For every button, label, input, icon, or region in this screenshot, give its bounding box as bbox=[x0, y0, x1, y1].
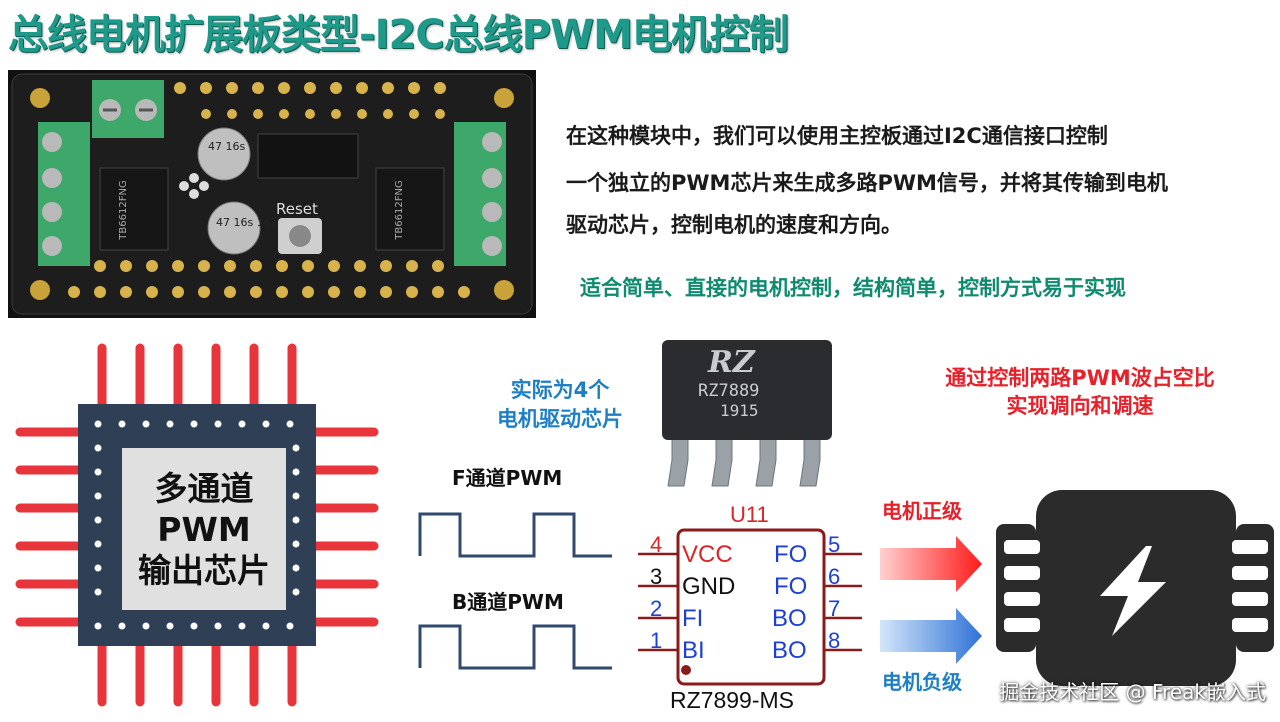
page-title: 总线电机扩展板类型-I2C总线PWM电机控制 bbox=[8, 12, 789, 58]
pin-name-vcc: VCC bbox=[682, 541, 733, 568]
reset-label: Reset bbox=[276, 200, 318, 218]
signal-arrows bbox=[876, 528, 986, 668]
pin-number-8: 8 bbox=[828, 628, 840, 653]
pin-name-gnd: GND bbox=[682, 573, 735, 600]
b-channel-waveform bbox=[418, 624, 612, 670]
f-channel-waveform bbox=[418, 512, 612, 558]
pin-name-fo-1: FO bbox=[774, 541, 807, 568]
pwm-waveforms bbox=[414, 500, 624, 680]
chip-label-line-2: PWM bbox=[157, 509, 251, 549]
pin-name-bo-2: BO bbox=[772, 637, 807, 664]
pin-name-bi: BI bbox=[682, 637, 705, 664]
driver-count-line-1: 实际为4个 bbox=[510, 378, 610, 402]
terminal-block-left bbox=[38, 122, 90, 266]
pin-name-fi: FI bbox=[682, 605, 703, 632]
schematic-part-number: RZ7899-MS bbox=[670, 687, 794, 713]
chip-label-line-3: 输出芯片 bbox=[138, 550, 270, 590]
driver-count-note: 实际为4个 电机驱动芯片 bbox=[460, 376, 660, 434]
ic-brand: RZ bbox=[707, 345, 756, 380]
pwm-chip-label: 多通道 PWM 输出芯片 bbox=[122, 448, 286, 610]
motor-negative-label: 电机负级 bbox=[882, 670, 962, 694]
pin-number-7: 7 bbox=[828, 596, 840, 621]
chip-label-left: TB6612FNG bbox=[118, 180, 129, 240]
description-line-2: 一个独立的PWM芯片来生成多路PWM信号，并将其传输到电机 bbox=[566, 171, 1168, 195]
control-method-line-1: 通过控制两路PWM波占空比 bbox=[945, 366, 1215, 390]
chip-label-right: TB6612FNG bbox=[394, 180, 405, 240]
description-line-3: 驱动芯片，控制电机的速度和方向。 bbox=[566, 213, 902, 237]
motor-icon bbox=[996, 490, 1274, 686]
chip-label-line-1: 多通道 bbox=[154, 468, 254, 508]
board-illustration: 47 16s 162 47 16s 162 TB6612FNG TB6612FN… bbox=[8, 70, 536, 318]
f-channel-label: F通道PWM bbox=[452, 466, 563, 490]
motor-positive-label: 电机正级 bbox=[882, 499, 962, 523]
pin-number-3: 3 bbox=[650, 564, 662, 589]
terminal-block-top bbox=[92, 80, 164, 138]
rz7889-chip-photo: RZ RZ7889 1915 bbox=[654, 336, 840, 490]
cap-label-1: 47 16s 162 bbox=[208, 140, 270, 153]
pin-number-2: 2 bbox=[650, 596, 662, 621]
watermark: 掘金技术社区 @ Freak嵌入式 bbox=[999, 680, 1266, 704]
pin-number-1: 1 bbox=[650, 628, 662, 653]
pin-number-4: 4 bbox=[650, 532, 662, 557]
summary-text: 适合简单、直接的电机控制，结构简单，控制方式易于实现 bbox=[580, 276, 1126, 300]
b-channel-label: B通道PWM bbox=[452, 590, 564, 614]
cap-label-2: 47 16s 162 bbox=[216, 216, 278, 229]
description-line-1: 在这种模块中，我们可以使用主控板通过I2C通信接口控制 bbox=[566, 124, 1108, 148]
pin-name-fo-2: FO bbox=[774, 573, 807, 600]
pwm-chip-illustration bbox=[14, 340, 394, 710]
schematic-ref: U11 bbox=[730, 502, 769, 527]
arrow-right-icon bbox=[880, 608, 982, 664]
chip-dots bbox=[94, 420, 300, 630]
pin-number-6: 6 bbox=[828, 564, 840, 589]
chip-pins bbox=[15, 343, 379, 707]
arrow-right-icon bbox=[880, 536, 982, 592]
motor-board-photo: 47 16s 162 47 16s 162 TB6612FNG TB6612FN… bbox=[8, 70, 536, 318]
ic-date-code: 1915 bbox=[720, 401, 759, 420]
control-method-line-2: 实现调向和调速 bbox=[1006, 394, 1154, 418]
schematic-body bbox=[676, 528, 826, 686]
terminal-block-right bbox=[454, 122, 506, 266]
rz7899-schematic: U11 4 3 2 1 VCC GND FI BI FO FO BO BO 5 … bbox=[634, 494, 868, 718]
driver-count-line-2: 电机驱动芯片 bbox=[497, 407, 623, 431]
pin-number-5: 5 bbox=[828, 532, 840, 557]
control-method-note: 通过控制两路PWM波占空比 实现调向和调速 bbox=[920, 364, 1240, 420]
pin-name-bo-1: BO bbox=[772, 605, 807, 632]
ic-part: RZ7889 bbox=[698, 381, 759, 401]
lightning-icon bbox=[1100, 546, 1166, 636]
